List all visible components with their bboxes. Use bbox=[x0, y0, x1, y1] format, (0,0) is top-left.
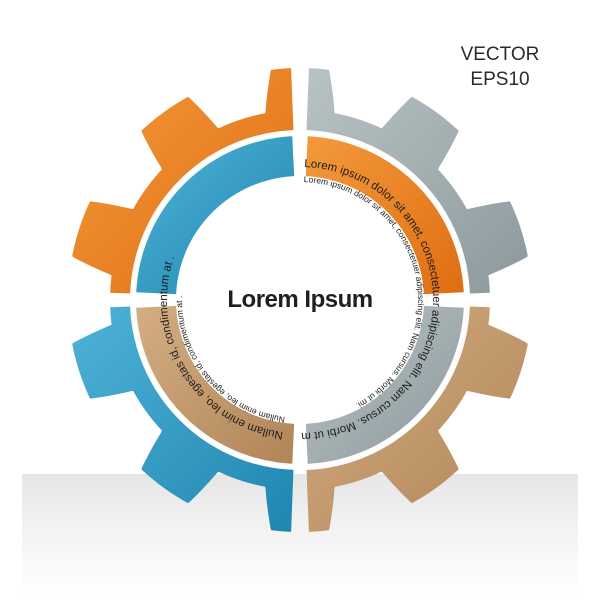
center-title: Lorem Ipsum bbox=[227, 286, 372, 313]
ring-quadrant-bottom-left bbox=[136, 305, 295, 464]
badge-line-1: VECTOR bbox=[460, 44, 540, 65]
ring-quadrant-top-left bbox=[136, 136, 295, 295]
ring-quadrant-top-right bbox=[305, 136, 464, 295]
vector-badge: VECTOR EPS10 bbox=[440, 42, 560, 92]
ring-text-outer-right: Lorem ipsum dolor sit amet, consectetuer… bbox=[0, 0, 442, 442]
ring-text-outer-right-path: Lorem ipsum dolor sit amet, consectetuer… bbox=[0, 0, 442, 442]
ring-separator bbox=[130, 130, 470, 470]
center-disc bbox=[206, 206, 394, 394]
floor-shadow bbox=[22, 474, 578, 600]
badge-line-2: EPS10 bbox=[470, 69, 530, 90]
ring-quadrant-bottom-right bbox=[305, 305, 464, 464]
